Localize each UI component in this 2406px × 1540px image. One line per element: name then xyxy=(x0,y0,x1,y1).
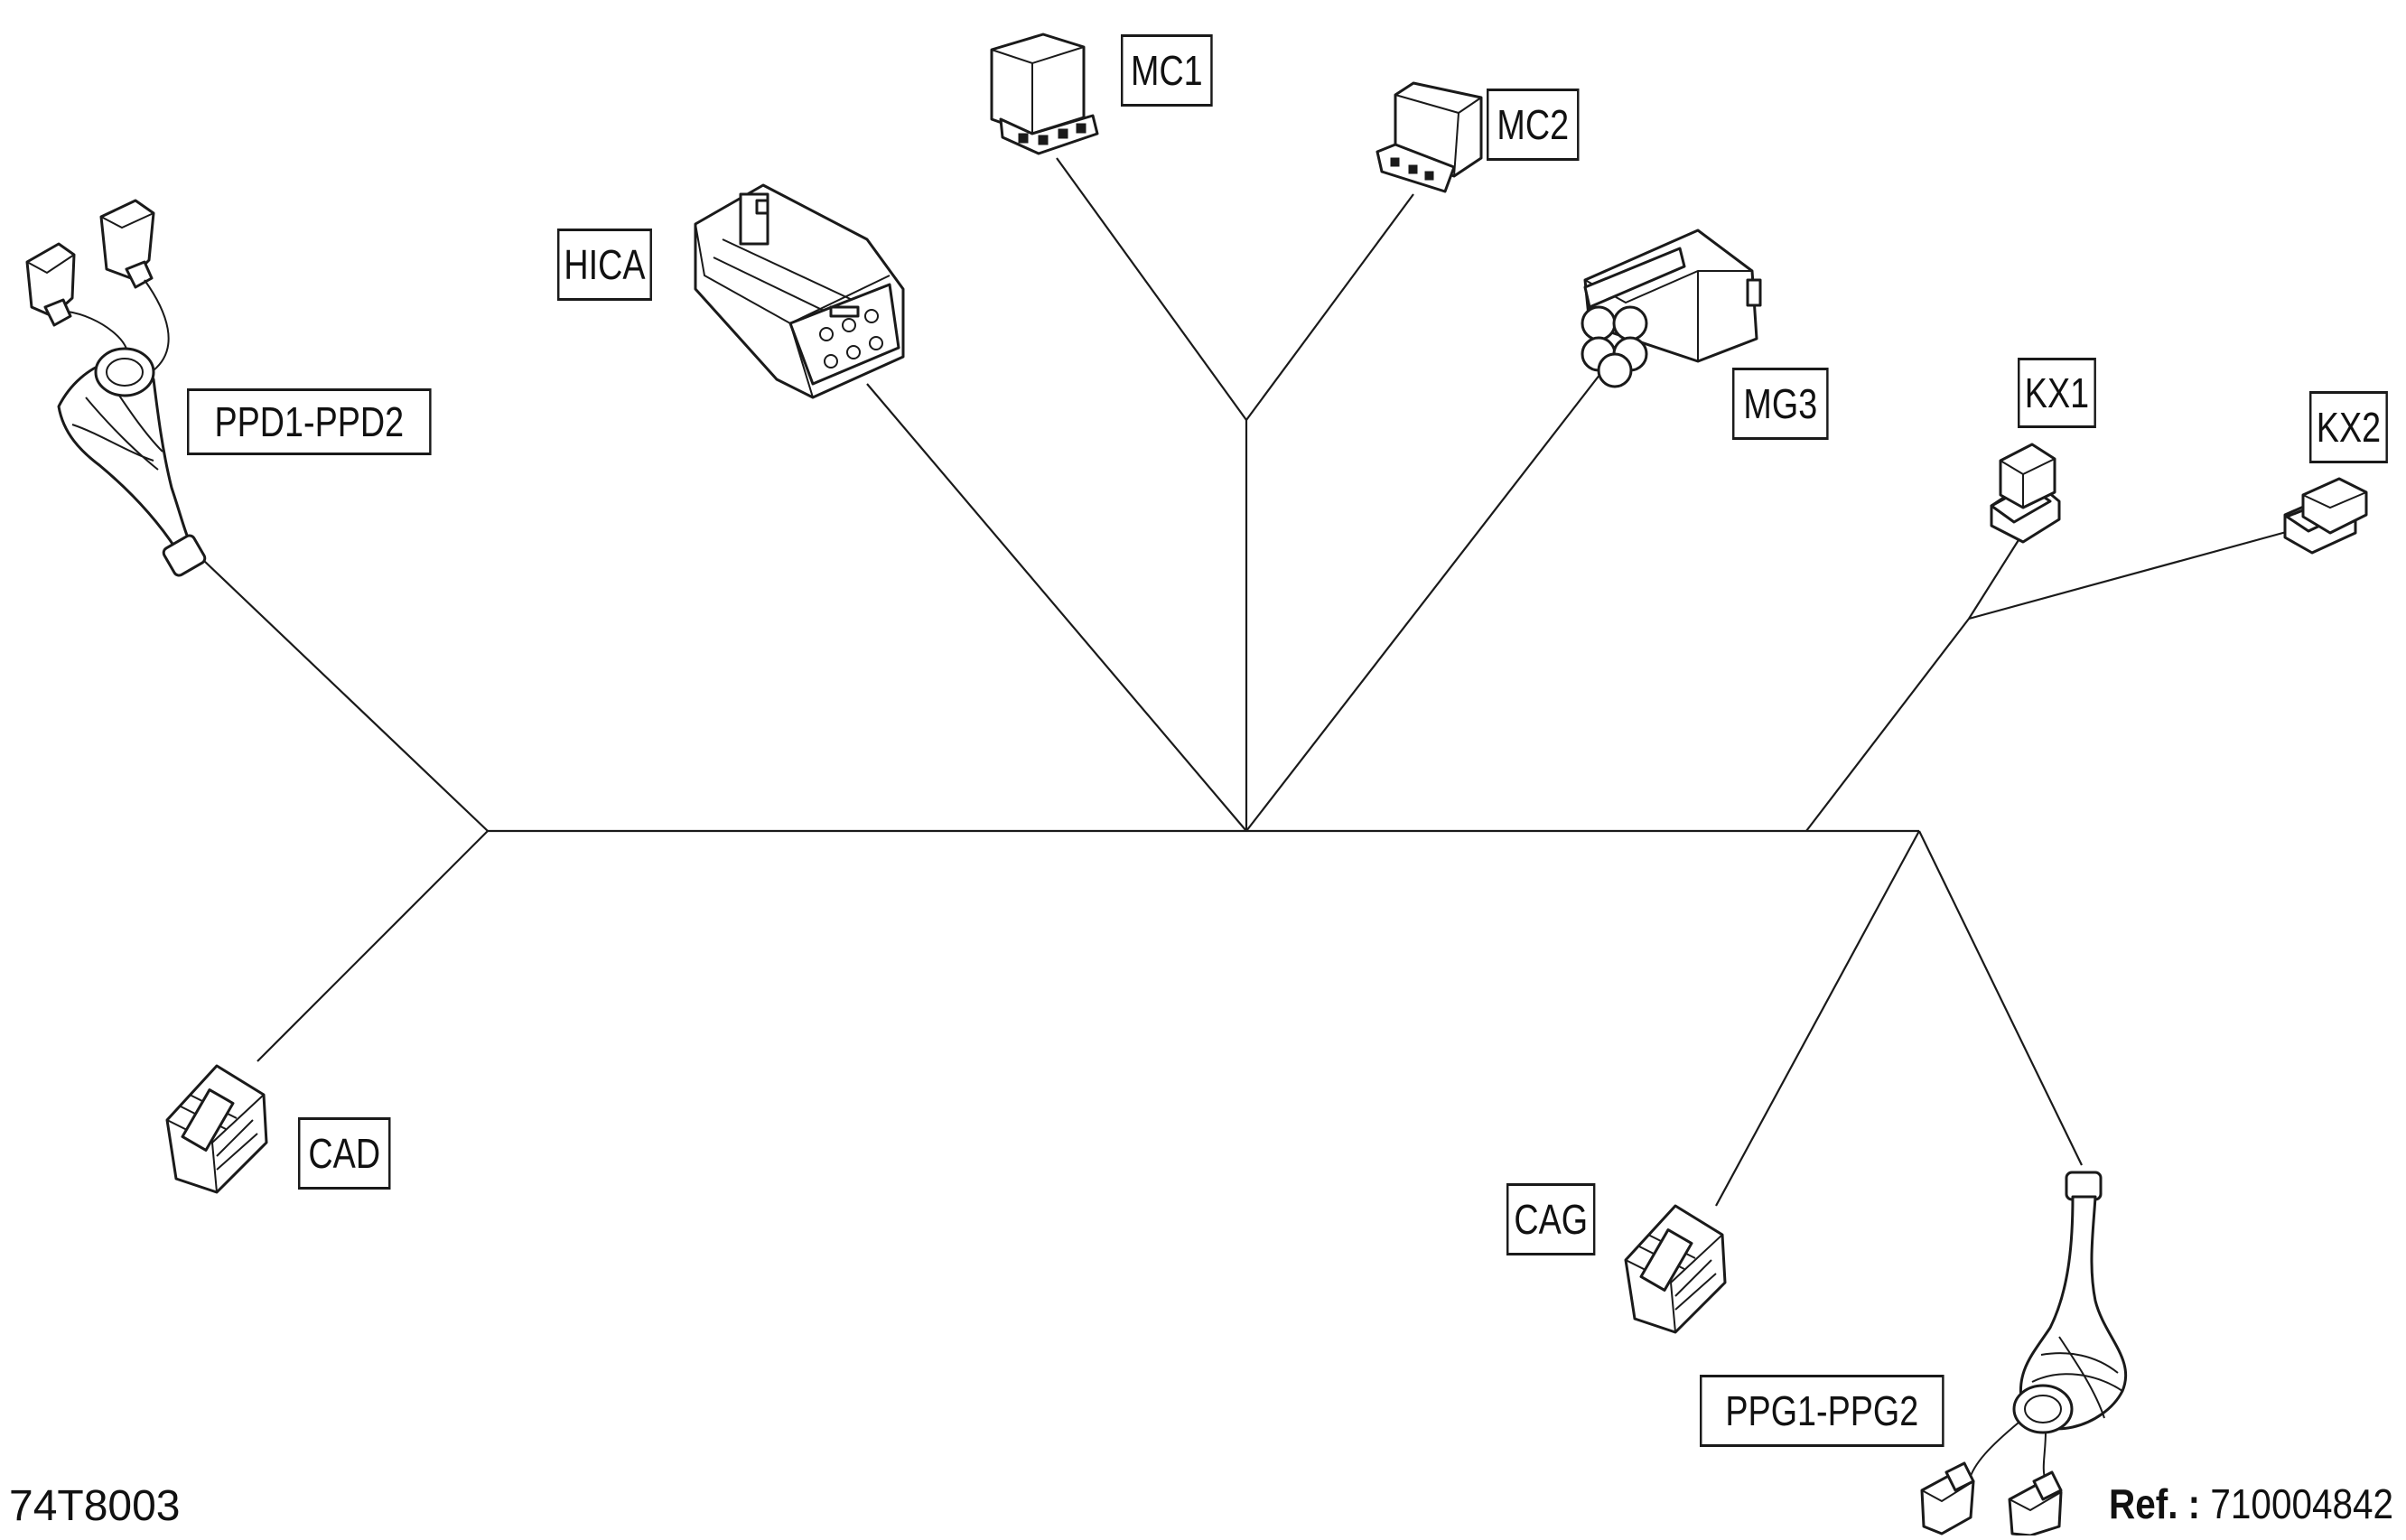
label-cad: CAD xyxy=(298,1117,391,1190)
ref-number: 710004842 xyxy=(2210,1480,2393,1527)
label-ppd1-ppd2: PPD1-PPD2 xyxy=(187,388,432,455)
cad-connector xyxy=(165,1064,268,1194)
mc2-connector xyxy=(1376,81,1483,193)
label-mc1: MC1 xyxy=(1121,34,1213,107)
cag-connector xyxy=(1624,1204,1727,1334)
diagram-id: 74T8003 xyxy=(9,1482,181,1530)
label-kx2: KX2 xyxy=(2309,391,2388,463)
wire-kx-branch xyxy=(1805,618,1970,832)
wire-cad xyxy=(256,830,489,1062)
label-cag: CAG xyxy=(1506,1183,1596,1255)
label-ppg1-ppg2: PPG1-PPG2 xyxy=(1700,1375,1944,1447)
ppd-connector-assembly xyxy=(25,199,207,577)
ppg-connector-assembly xyxy=(1920,1171,2128,1537)
wire-mg3 xyxy=(1245,369,1604,832)
mc1-connector xyxy=(990,33,1099,155)
label-hica: HICA xyxy=(557,229,652,301)
wire-mc1 xyxy=(1056,157,1247,421)
kx2-connector xyxy=(2283,477,2368,555)
label-mc2: MC2 xyxy=(1487,89,1580,161)
kx1-connector xyxy=(1990,443,2061,544)
wire-ppg xyxy=(1918,830,2083,1166)
ref-label: Ref. : xyxy=(2108,1480,2201,1527)
wire-mc2 xyxy=(1245,193,1414,421)
hica-connector xyxy=(694,183,905,399)
label-mg3: MG3 xyxy=(1732,368,1829,440)
mg3-connector xyxy=(1581,229,1762,388)
wire-cag xyxy=(1715,830,1920,1207)
label-kx1: KX1 xyxy=(2018,358,2096,428)
wire-network xyxy=(202,157,2290,1207)
wire-kx2 xyxy=(1968,529,2290,621)
wire-ppd xyxy=(202,559,489,832)
reference: Ref. : 710004842 xyxy=(2109,1479,2393,1528)
wire-hica xyxy=(866,383,1247,832)
wire-kx1 xyxy=(1968,532,2024,620)
